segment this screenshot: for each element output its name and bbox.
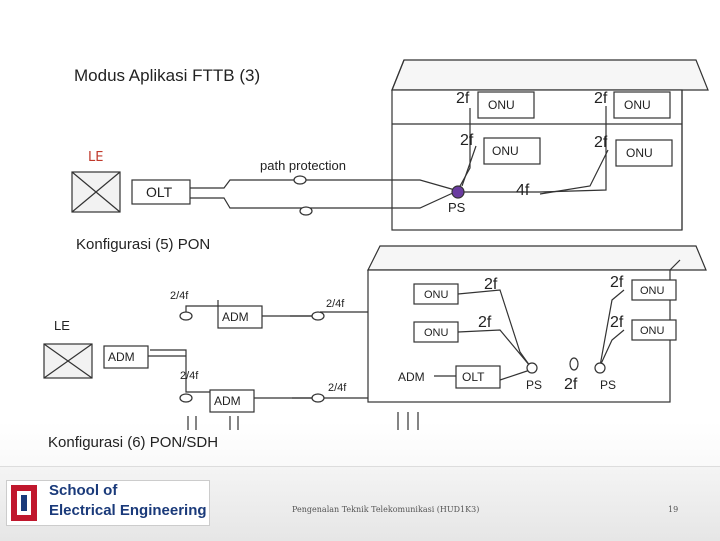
adm-box xyxy=(209,389,255,413)
adm-label: ADM xyxy=(108,350,135,364)
ps-node xyxy=(526,362,538,374)
adm-label: ADM xyxy=(398,370,425,384)
onu-label: ONU xyxy=(626,146,653,160)
olt-label: OLT xyxy=(462,370,485,384)
ps-label: PS xyxy=(600,378,617,392)
ps-label: PS xyxy=(526,378,543,392)
ring-fiber-label: 2/4f xyxy=(170,290,189,302)
onu-label: ONU xyxy=(424,289,449,301)
onu-label: ONU xyxy=(640,325,665,337)
fiber-line xyxy=(459,108,471,187)
config5-caption: Konfigurasi (5) PON xyxy=(76,236,211,253)
footer-course-text: Pengenalan Teknik Telekomunikasi (HUD1K3… xyxy=(292,505,480,514)
fiber-label: 2f xyxy=(594,90,608,107)
fiber-label: 2f xyxy=(610,274,624,291)
fiber-label: 2f xyxy=(460,132,474,149)
onu-box xyxy=(613,91,671,119)
onu-label: ONU xyxy=(492,144,519,158)
onu-label: ONU xyxy=(488,98,515,112)
fiber-label: 2f xyxy=(594,134,608,151)
building-roof xyxy=(391,59,709,91)
path-protection-label: path protection xyxy=(260,158,347,173)
protection-path xyxy=(190,179,456,191)
onu-box xyxy=(483,137,541,165)
fiber-line xyxy=(599,289,625,367)
fiber-line xyxy=(461,145,477,187)
fiber-label: 2f xyxy=(564,376,578,393)
olt-label: OLT xyxy=(146,184,173,200)
ring-fiber-label: 2/4f xyxy=(326,298,345,310)
logo-line2: Electrical Engineering xyxy=(49,502,207,519)
logo-line1: School of xyxy=(49,482,118,499)
protection-path xyxy=(190,191,456,209)
ps-node xyxy=(594,362,606,374)
fiber-line xyxy=(457,289,531,367)
olt-box xyxy=(131,179,191,205)
ps-node xyxy=(451,185,465,199)
trunk-label: 4f xyxy=(516,182,530,199)
onu-box xyxy=(631,319,677,341)
slide-title: Modus Aplikasi FTTB (3) xyxy=(74,66,261,85)
fiber-label: 2f xyxy=(478,314,492,331)
ps-label: PS xyxy=(448,200,466,215)
fiber-line xyxy=(539,106,607,193)
fiber-line xyxy=(457,329,531,367)
ring-fiber-label: 2/4f xyxy=(180,370,199,382)
onu-label: ONU xyxy=(624,98,651,112)
onu-box xyxy=(477,91,535,119)
onu-label: ONU xyxy=(640,285,665,297)
le-label: LE xyxy=(54,318,70,333)
fiber-label: 2f xyxy=(456,90,470,107)
fiber-line xyxy=(539,149,609,195)
onu-label: ONU xyxy=(424,327,449,339)
fiber-label: 2f xyxy=(484,276,498,293)
config6-caption: Konfigurasi (6) PON/SDH xyxy=(48,434,219,451)
adm-box xyxy=(103,345,149,369)
olt-box xyxy=(455,365,501,389)
fttb-diagram xyxy=(43,59,709,430)
page-number: 19 xyxy=(668,505,679,514)
onu-box xyxy=(615,139,673,167)
le-label: LE xyxy=(88,150,104,165)
adm-label: ADM xyxy=(214,394,241,408)
onu-box xyxy=(631,279,677,301)
fiber-label: 2f xyxy=(610,314,624,331)
adm-label: ADM xyxy=(222,310,249,324)
building-roof xyxy=(367,245,707,271)
adm-box xyxy=(217,305,263,329)
fiber-line xyxy=(599,329,625,367)
school-logo: School of Electrical Engineering xyxy=(6,480,210,526)
ring-fiber-label: 2/4f xyxy=(328,382,347,394)
